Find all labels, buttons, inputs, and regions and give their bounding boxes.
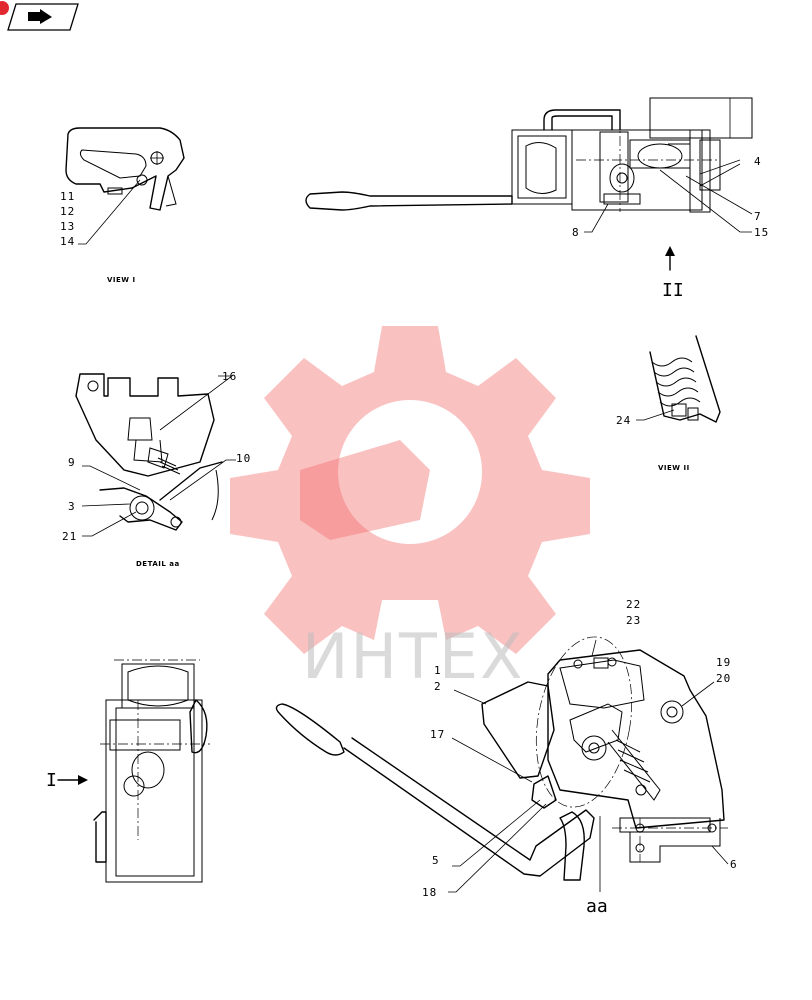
callout-20: 20 (716, 672, 731, 685)
label-aa: aa (586, 896, 608, 917)
leader-18 (448, 803, 547, 893)
leader-5 (452, 799, 541, 867)
leader-8 (584, 203, 609, 233)
callout-8: 8 (572, 226, 580, 239)
leader-16 (159, 375, 234, 431)
callout-10: 10 (236, 452, 251, 465)
leader-17 (451, 737, 533, 783)
leader-1-2 (453, 689, 487, 705)
view-ii-drawing (649, 335, 721, 423)
leader-15 (659, 169, 752, 233)
leader-21 (82, 511, 137, 537)
top-assembly-drawing (305, 97, 753, 213)
detail-aa-drawing (75, 373, 223, 531)
callout-16: 16 (222, 370, 237, 383)
callout-24: 24 (616, 414, 631, 427)
callout-17: 17 (430, 728, 445, 741)
callout-3: 3 (68, 500, 76, 513)
callout-19: 19 (716, 656, 731, 669)
callout-23: 23 (626, 614, 641, 627)
watermark-logo: ИНТЕХ (230, 326, 590, 693)
callout-7: 7 (754, 210, 762, 223)
view-i-drawing (65, 127, 185, 211)
callout-5: 5 (432, 854, 440, 867)
callout-13: 13 (60, 220, 75, 233)
view-arrow-ii (665, 246, 675, 271)
leader-6 (711, 845, 729, 865)
leader-9 (82, 465, 141, 491)
callout-12: 12 (60, 205, 75, 218)
leader-19-20 (681, 681, 715, 707)
front-view-drawing (93, 659, 210, 883)
callout-6: 6 (730, 858, 738, 871)
caption-view-i: VIEW I (107, 276, 136, 284)
callout-4: 4 (754, 155, 762, 168)
main-assembly-drawing (275, 636, 728, 881)
caption-detail-aa: DETAIL aa (136, 560, 180, 568)
leader-4b (699, 163, 741, 187)
callout-2: 2 (434, 680, 442, 693)
leader-22-23 (591, 639, 597, 657)
back-arrow-icon[interactable] (0, 1, 79, 31)
callout-21: 21 (62, 530, 77, 543)
callout-9: 9 (68, 456, 76, 469)
callout-18: 18 (422, 886, 437, 899)
leader-7 (685, 175, 753, 215)
caption-view-ii: VIEW II (658, 464, 690, 472)
label-arrow-ii: II (662, 280, 684, 301)
callout-14: 14 (60, 235, 75, 248)
leader-10 (169, 459, 236, 501)
callout-22: 22 (626, 598, 641, 611)
callout-15: 15 (754, 226, 769, 239)
callout-1: 1 (434, 664, 442, 677)
view-arrow-i (57, 775, 88, 785)
label-arrow-i: I (46, 770, 57, 791)
callout-11: 11 (60, 190, 75, 203)
leader-3 (81, 503, 131, 507)
leader-24 (636, 409, 675, 421)
leader-14 (78, 179, 141, 245)
leader-4a (699, 159, 741, 175)
watermark-text: ИНТЕХ (302, 620, 525, 693)
